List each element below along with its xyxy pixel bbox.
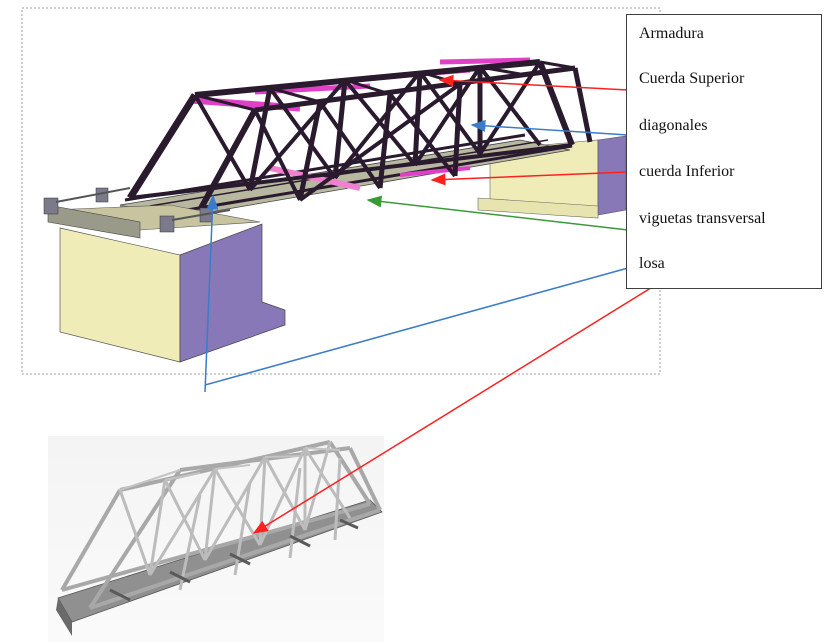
end-post-right xyxy=(537,60,575,147)
end-post-left-far xyxy=(197,108,258,212)
left-abutment-cap xyxy=(47,204,141,239)
arrow-viguetas xyxy=(366,195,629,231)
left-abutment-side xyxy=(179,223,286,363)
arrow-losa xyxy=(204,194,219,393)
left-railing xyxy=(43,187,213,233)
right-abutment-base xyxy=(477,197,599,219)
left-railing-bar-2 xyxy=(171,209,231,221)
truss-top-chord-far xyxy=(254,65,576,113)
arrow-cuerda-superior xyxy=(438,74,629,91)
model-photo xyxy=(48,436,384,642)
truss-bottom-chord xyxy=(129,143,573,200)
model-floor-beams xyxy=(109,518,359,602)
highlight-top-chord-4 xyxy=(439,57,531,65)
legend-armadura: Armadura xyxy=(639,25,704,42)
left-abutment-front xyxy=(59,227,181,363)
legend-cuerda-inferior: cuerda Inferior xyxy=(639,163,735,180)
model-members xyxy=(118,441,352,591)
arrow-diagonales xyxy=(470,119,629,136)
legend-box: Armadura Cuerda Superior diagonales cuer… xyxy=(626,14,822,289)
arrow-cuerda-inferior xyxy=(430,171,629,186)
bridge-render xyxy=(43,57,627,363)
right-abutment-side xyxy=(597,135,627,216)
arrow-losa-line xyxy=(204,267,629,386)
end-post-right-far xyxy=(572,67,593,143)
model-deck-base xyxy=(56,598,72,636)
legend-viguetas-transversal: viguetas transversal xyxy=(639,210,766,227)
legend-diagonales: diagonales xyxy=(639,117,708,134)
legend-losa: losa xyxy=(639,255,665,272)
model-top-bracing xyxy=(119,447,341,491)
legend-cuerda-superior: Cuerda Superior xyxy=(639,70,745,87)
end-post-left xyxy=(127,93,198,200)
highlight-bottom-chord xyxy=(399,166,471,177)
left-railing-bar xyxy=(55,187,131,203)
